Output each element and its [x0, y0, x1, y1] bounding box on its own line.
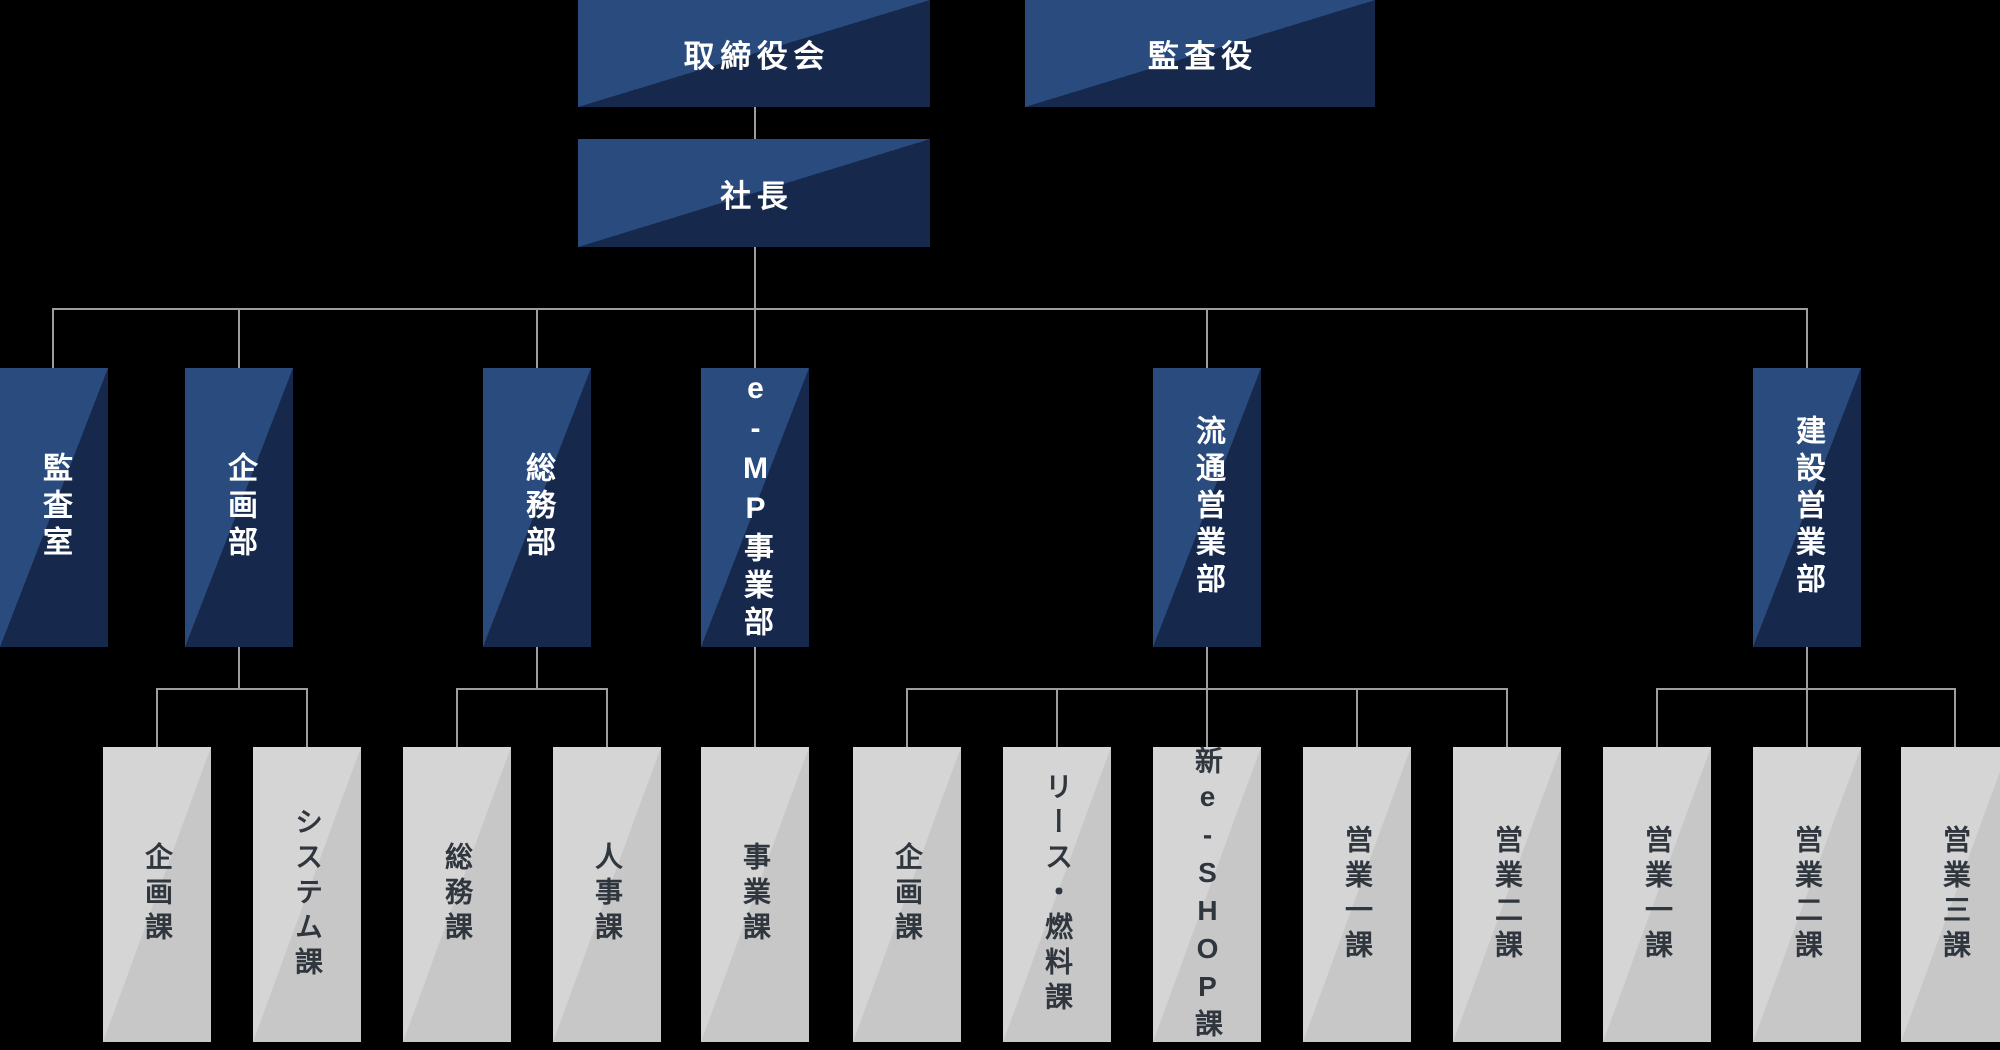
dept-box-audit-office: 監査室	[0, 368, 108, 647]
section-label-new-e-shop: 新e-SHOP課	[1192, 745, 1223, 1044]
connector-drop-construction-sales-dept	[1806, 309, 1808, 368]
section-box-planning: 企画課	[103, 747, 211, 1042]
section-box-general-affairs: 総務課	[403, 747, 511, 1042]
connector-bus-system-section	[306, 689, 308, 747]
connector-bus-dist-planning-section	[906, 689, 908, 747]
president-box: 社長	[578, 139, 930, 247]
connector-distribution-dept-bus	[1206, 647, 1208, 689]
section-box-business: 事業課	[701, 747, 809, 1042]
connector-drop-e-mp-division	[754, 309, 756, 368]
dept-box-general-affairs: 総務部	[483, 368, 591, 647]
dept-label-e-mp-division: e-MP事業部	[739, 372, 772, 643]
section-box-dist-sales-1: 営業一課	[1303, 747, 1411, 1042]
section-label-planning: 企画課	[142, 842, 173, 947]
section-box-new-e-shop: 新e-SHOP課	[1153, 745, 1261, 1044]
section-box-const-sales-3: 営業三課	[1901, 747, 2000, 1042]
connector-drop-planning-dept	[238, 309, 240, 368]
connector-e-mp-business-section	[754, 647, 756, 747]
dept-box-planning: 企画部	[185, 368, 293, 647]
auditor-label: 監査役	[1147, 39, 1258, 74]
bus-planning-dept	[156, 688, 308, 690]
connector-bus-const-sales-2-section	[1806, 689, 1808, 747]
section-label-hr: 人事課	[592, 842, 623, 947]
connector-board-president	[754, 107, 756, 139]
section-label-business: 事業課	[740, 842, 771, 947]
dept-box-distribution-sales: 流通営業部	[1153, 368, 1261, 647]
auditor-box: 監査役	[1025, 0, 1375, 107]
connector-construction-dept-bus	[1806, 647, 1808, 689]
dept-label-audit-office: 監査室	[38, 452, 71, 563]
section-label-const-sales-3: 営業三課	[1940, 824, 1971, 965]
section-label-system: システム課	[292, 807, 323, 982]
connector-bus-new-e-shop-section	[1206, 689, 1208, 747]
connector-bus-planning-section	[156, 689, 158, 747]
dept-box-construction-sales: 建設営業部	[1753, 368, 1861, 647]
dept-label-distribution-sales: 流通営業部	[1191, 415, 1224, 600]
section-box-dist-sales-2: 営業二課	[1453, 747, 1561, 1042]
section-label-general-affairs: 総務課	[442, 842, 473, 947]
connector-bus-lease-fuel-section	[1056, 689, 1058, 747]
connector-general-affairs-dept-bus	[536, 647, 538, 689]
section-label-dist-sales-1: 営業一課	[1342, 824, 1373, 965]
section-box-const-sales-2: 営業二課	[1753, 747, 1861, 1042]
connector-planning-dept-bus	[238, 647, 240, 689]
connector-bus-const-sales-3-section	[1954, 689, 1956, 747]
connector-trunk	[52, 308, 1808, 310]
connector-bus-const-sales-1-section	[1656, 689, 1658, 747]
dept-label-construction-sales: 建設営業部	[1791, 415, 1824, 600]
connector-president-trunk	[754, 247, 756, 309]
connector-drop-audit-office	[52, 309, 54, 368]
bus-general-affairs-dept	[456, 688, 608, 690]
section-box-lease-fuel: リース・燃料課	[1003, 747, 1111, 1042]
board-of-directors-label: 取締役会	[683, 39, 830, 74]
section-box-system: システム課	[253, 747, 361, 1042]
section-label-const-sales-2: 営業二課	[1792, 824, 1823, 965]
connector-bus-dist-sales-2-section	[1506, 689, 1508, 747]
dept-label-planning: 企画部	[223, 452, 256, 563]
connector-bus-general-affairs-section	[456, 689, 458, 747]
dept-label-general-affairs: 総務部	[521, 452, 554, 563]
section-box-const-sales-1: 営業一課	[1603, 747, 1711, 1042]
connector-bus-hr-section	[606, 689, 608, 747]
section-label-lease-fuel: リース・燃料課	[1042, 772, 1073, 1017]
section-label-const-sales-1: 営業一課	[1642, 824, 1673, 965]
dept-box-e-mp-division: e-MP事業部	[701, 368, 809, 647]
section-box-hr: 人事課	[553, 747, 661, 1042]
section-label-dist-sales-2: 営業二課	[1492, 824, 1523, 965]
president-label: 社長	[720, 178, 794, 214]
connector-drop-general-affairs-dept	[536, 309, 538, 368]
section-box-dist-planning: 企画課	[853, 747, 961, 1042]
connector-drop-distribution-sales-dept	[1206, 309, 1208, 368]
board-of-directors-box: 取締役会	[578, 0, 930, 107]
connector-bus-dist-sales-1-section	[1356, 689, 1358, 747]
section-label-dist-planning: 企画課	[892, 842, 923, 947]
